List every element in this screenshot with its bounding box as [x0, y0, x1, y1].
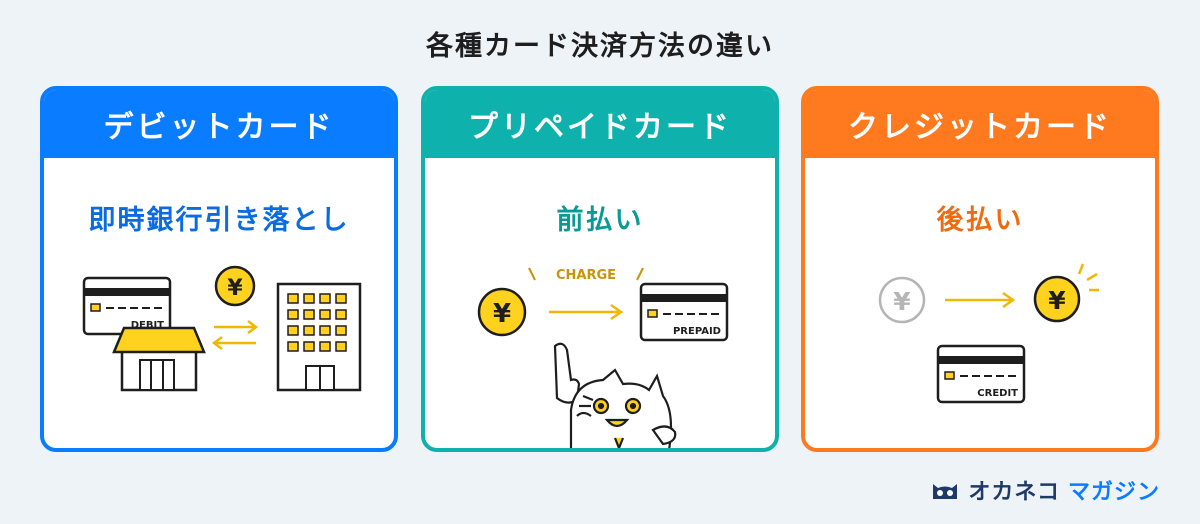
prepaid-card-icon: PREPAID: [639, 282, 729, 342]
credit-card-icon: CREDIT: [936, 344, 1026, 404]
exchange-arrows-icon: [211, 320, 259, 350]
prepaid-card-panel: プリペイドカード 前払い ¥ CHARGE PREPAID: [421, 86, 779, 452]
charge-label: CHARGE: [556, 268, 616, 283]
debit-card-panel: デビットカード 即時銀行引き落とし DEBIT ¥: [40, 86, 398, 452]
credit-illustration: ¥ ¥ CREDIT: [878, 263, 1099, 404]
credit-card-subtitle: 後払い: [936, 205, 1024, 236]
future-arrow-icon: [945, 291, 1016, 309]
prepaid-card-subtitle: 前払い: [556, 205, 644, 236]
debit-illustration: DEBIT ¥: [82, 265, 362, 392]
yen-coin-outline-icon: ¥: [878, 276, 926, 324]
coin-yen-symbol: ¥: [1048, 286, 1066, 315]
brand-logo[interactable]: オカネコ マガジン: [930, 474, 1160, 506]
prepaid-card-heading: プリペイドカード: [425, 90, 775, 158]
debit-card-label: DEBIT: [131, 320, 164, 331]
debit-card-subtitle: 即時銀行引き落とし: [88, 205, 350, 236]
cat-logo-icon: [933, 484, 958, 499]
shop-icon: [112, 326, 206, 392]
debit-card-icon: DEBIT: [82, 276, 172, 336]
prepaid-card-label: PREPAID: [673, 326, 721, 337]
credit-card-heading: クレジットカード: [805, 90, 1155, 158]
yen-coin-icon: ¥: [477, 287, 527, 337]
yen-coin-icon: ¥: [1033, 275, 1081, 323]
bank-building-icon: [276, 282, 362, 392]
coin-yen-symbol: ¥: [893, 287, 911, 316]
credit-card-panel: クレジットカード 後払い ¥ ¥ CREDIT: [801, 86, 1159, 452]
sparkle-icon: [1077, 263, 1099, 292]
prepaid-illustration: ¥ CHARGE PREPAID: [477, 267, 729, 448]
yen-coin-icon: ¥: [214, 265, 256, 307]
charge-label-group: CHARGE: [528, 267, 644, 283]
debit-card-heading: デビットカード: [44, 90, 394, 158]
charge-arrow-icon: [549, 303, 624, 321]
brand-name-part1: オカネコ: [968, 480, 1060, 505]
brand-name-part2: マガジン: [1067, 480, 1160, 505]
coin-yen-symbol: ¥: [227, 276, 243, 301]
cat-mascot-icon: [553, 342, 677, 448]
credit-card-label: CREDIT: [977, 388, 1018, 399]
page-title: 各種カード決済方法の違い: [426, 31, 774, 62]
coin-yen-symbol: ¥: [493, 299, 511, 329]
